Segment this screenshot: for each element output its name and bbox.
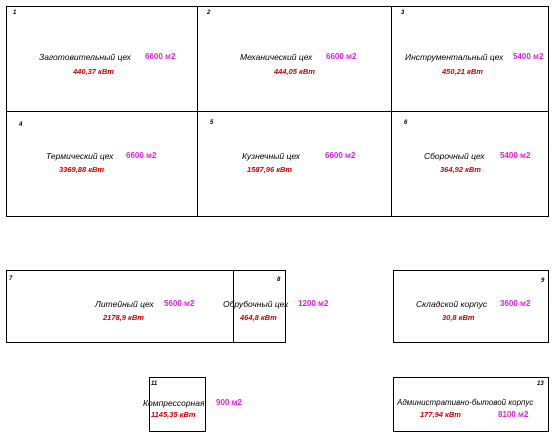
workshop-area: 5400 м2 [513, 52, 544, 61]
workshop-area: 6600 м2 [325, 151, 356, 160]
workshop-1 [6, 6, 198, 112]
workshop-name: Административно-бытовой корпус [397, 398, 534, 407]
workshop-9 [393, 270, 549, 343]
workshop-2 [197, 6, 392, 112]
workshop-number: 1 [13, 10, 17, 16]
workshop-name: Заготовительный цех [39, 52, 131, 62]
workshop-area: 6600 м2 [326, 52, 357, 61]
workshop-name: Складской корпус [416, 299, 488, 309]
workshop-area: 900 м2 [216, 398, 242, 407]
workshop-power: 364,92 кВт [440, 165, 481, 174]
workshop-number: 3 [401, 10, 405, 16]
workshop-power: 464,8 кВт [240, 313, 277, 322]
workshop-power: 444,05 кВт [274, 67, 315, 76]
workshop-name: Кузнечный цех [242, 151, 300, 161]
workshop-number: 2 [207, 10, 211, 16]
workshop-number: 6 [404, 120, 408, 126]
workshop-power: 30,8 кВт [442, 313, 475, 322]
workshop-name: Компрессорная [143, 398, 205, 408]
workshop-number: 5 [210, 120, 214, 126]
workshop-power: 3369,88 кВт [59, 165, 105, 174]
workshop-power: 2178,9 кВт [103, 313, 144, 322]
workshop-number: 7 [9, 276, 13, 282]
workshop-power: 450,21 кВт [442, 67, 483, 76]
workshop-name: Термический цех [46, 151, 114, 161]
workshop-area: 8100 м2 [498, 410, 529, 419]
workshop-name: Механический цех [240, 52, 313, 62]
workshop-area: 3600 м2 [500, 299, 531, 308]
workshop-number: 9 [541, 278, 545, 284]
workshop-power: 1145,35 кВт [151, 410, 196, 419]
workshop-area: 6600 м2 [145, 52, 176, 61]
workshop-name: Инструментальный цех [405, 52, 504, 62]
workshop-power: 177,94 кВт [420, 410, 461, 419]
workshop-name: Литейный цех [95, 299, 154, 309]
workshop-power: 440,37 кВт [73, 67, 114, 76]
workshop-number: 13 [537, 381, 544, 387]
workshop-8 [233, 270, 286, 343]
workshop-number: 4 [19, 122, 23, 128]
workshop-4 [6, 111, 198, 217]
workshop-power: 1587,96 кВт [247, 165, 293, 174]
workshop-5 [197, 111, 392, 217]
workshop-number: 8 [277, 277, 281, 283]
workshop-name: Обрубочный цех [223, 299, 289, 309]
workshop-7 [6, 270, 234, 343]
workshop-6 [391, 111, 549, 217]
workshop-area: 6600 м2 [126, 151, 157, 160]
workshop-11 [149, 377, 206, 432]
workshop-area: 1200 м2 [298, 299, 329, 308]
workshop-13 [393, 377, 549, 432]
workshop-name: Сборочный цех [424, 151, 485, 161]
workshop-area: 5600 м2 [164, 299, 195, 308]
workshop-number: 11 [151, 381, 158, 387]
workshop-area: 5400 м2 [500, 151, 531, 160]
